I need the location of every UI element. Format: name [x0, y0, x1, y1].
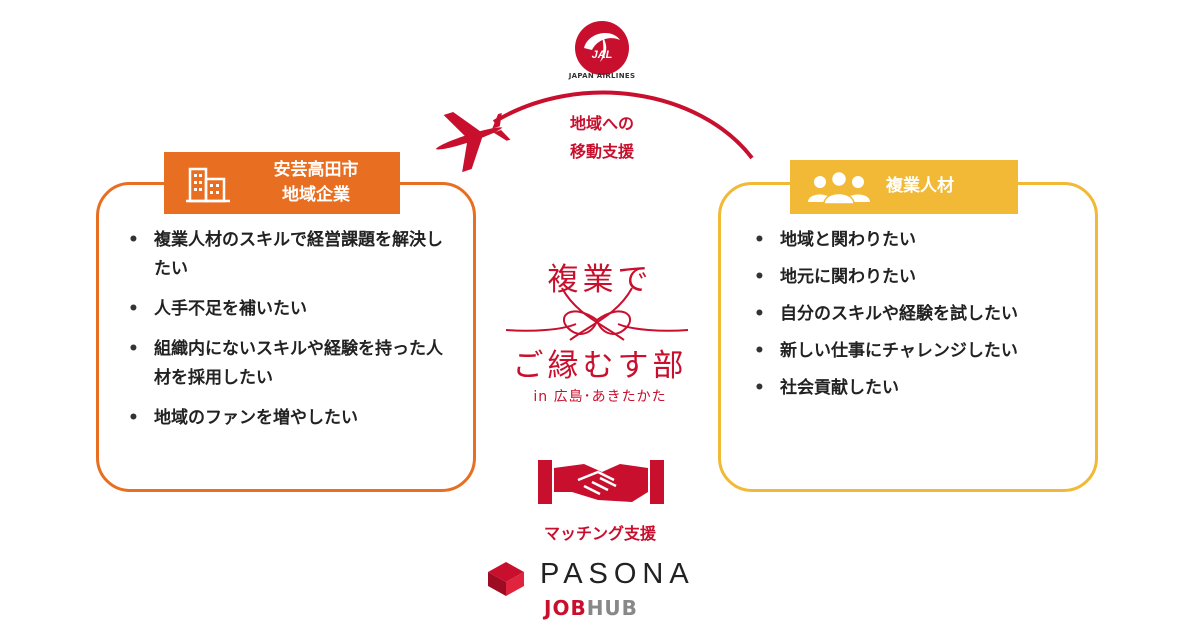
list-item: 地域のファンを増やしたい [126, 404, 456, 433]
matching-support-label: マッチング支援 [543, 524, 656, 543]
local-company-needs-list: 複業人材のスキルで経営課題を解決したい 人手不足を補いたい 組織内にないスキルや… [126, 226, 456, 444]
handshake-icon [538, 460, 664, 504]
local-company-title-line2: 地域企業 [282, 185, 350, 205]
local-company-title-line1: 安芸高田市 [273, 160, 359, 180]
side-job-talent-title: 複業人材 [886, 176, 954, 196]
jobhub-hub: HUB [586, 596, 638, 620]
center-logo-line1: 複業で [547, 262, 653, 298]
jal-brand-text: JAPAN AIRLINES [568, 72, 636, 80]
jobhub-wordmark: JOBHUB [544, 596, 684, 620]
jal-logo: JAL [575, 21, 629, 75]
travel-label-line2: 移動支援 [569, 142, 634, 161]
travel-label-line1: 地域への [569, 114, 634, 133]
local-company-header [164, 152, 400, 214]
list-item: 組織内にないスキルや経験を持った人材を採用したい [126, 335, 456, 393]
pasona-wordmark: PASONA [540, 558, 695, 590]
local-company-title: 安芸高田市 地域企業 [250, 158, 382, 208]
list-item: 地元に関わりたい [752, 263, 1072, 292]
list-item: 人手不足を補いたい [126, 295, 456, 324]
list-item: 地域と関わりたい [752, 226, 1072, 255]
side-job-talent-header [790, 160, 1018, 214]
list-item: 社会貢献したい [752, 374, 1072, 403]
side-job-talent-wants-list: 地域と関わりたい 地元に関わりたい 自分のスキルや経験を試したい 新しい仕事にチ… [752, 226, 1072, 411]
list-item: 新しい仕事にチャレンジしたい [752, 337, 1072, 366]
jobhub-job: JOB [544, 596, 587, 620]
building-icon [186, 167, 230, 203]
list-item: 複業人材のスキルで経営課題を解決したい [126, 226, 456, 284]
center-logo-line3: in 広島･あきたかた [533, 389, 667, 405]
center-logo-line2: ご縁むす部 [512, 348, 688, 384]
travel-support-label: 地域への 移動支援 [548, 110, 656, 166]
list-item: 自分のスキルや経験を試したい [752, 300, 1072, 329]
jal-mark-text: JAL [592, 49, 613, 61]
knot-graphic [505, 287, 689, 341]
people-icon [808, 170, 870, 204]
airplane-icon [435, 111, 511, 173]
pasona-logo-mark [488, 562, 524, 596]
